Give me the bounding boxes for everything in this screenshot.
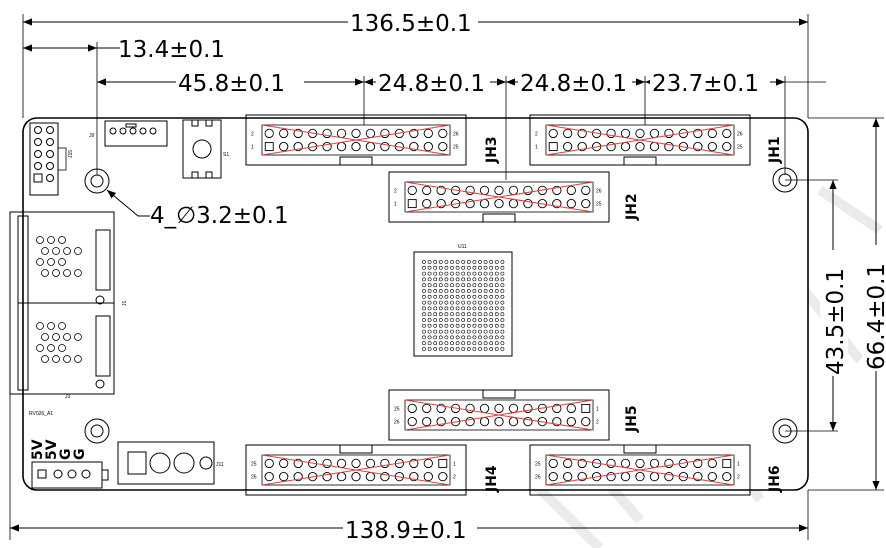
pin-number: 25 [535, 461, 541, 467]
connector-j9: J9 [89, 120, 168, 147]
power-label-g-2: G [72, 449, 88, 461]
pin-number: 2 [596, 420, 599, 426]
power-connector: 5V 5V G G [30, 439, 109, 489]
pin-number: 25 [394, 406, 400, 412]
dim-jh1-edge-text: 23.7±0.1 [652, 71, 759, 97]
dim-hole-diameter: 4_∅3.2±0.1 [106, 189, 289, 229]
pin-number: 25 [453, 145, 459, 151]
dim-jh3-jh2-text: 24.8±0.1 [378, 71, 485, 97]
pin-number: 2 [394, 188, 397, 194]
dim-overall-height: 66.4±0.1 [808, 117, 886, 491]
header-jh4: 25 26 1 2 [245, 444, 467, 496]
silk-j11: J11 [216, 462, 224, 468]
dim-overall-bottom: 138.9±0.1 [9, 215, 809, 544]
silk-j3: J3 [65, 394, 71, 400]
dim-jh2-jh1: 24.8±0.1 [506, 68, 646, 125]
silk-j15: J15 [68, 150, 74, 158]
pin-number: 1 [394, 202, 397, 208]
label-jh2: JH2 [624, 193, 640, 221]
pin-number: 26 [596, 188, 602, 194]
pin-number: 2 [453, 475, 456, 481]
pin-number: 25 [596, 202, 602, 208]
mounting-hole-bottom-left [84, 418, 110, 444]
pin-number: 2 [251, 131, 254, 137]
pin-number: 1 [596, 406, 599, 412]
dim-jh3-jh2: 24.8±0.1 [364, 68, 507, 180]
mounting-hole-top-right [772, 167, 798, 193]
bga-chip-u11: U11 [413, 244, 513, 357]
silk-j9: J9 [89, 133, 95, 139]
power-label-5v-1: 5V [30, 439, 46, 460]
dim-left-hole-text: 13.4±0.1 [118, 37, 225, 63]
silk-board: RV026_A1 [29, 411, 53, 417]
pin-number: 2 [737, 475, 740, 481]
header-connectors: 2 1 26 25 2 1 26 25 2 1 26 25 25 26 1 2 25 26 1 2 25 26 1 2 [245, 114, 751, 496]
header-jh1: 2 1 26 25 [529, 114, 751, 166]
dim-jh2-jh1-text: 24.8±0.1 [520, 71, 627, 97]
pin-number: 1 [251, 145, 254, 151]
connector-labels: JH3 JH1 JH2 JH5 JH4 JH6 [484, 136, 783, 493]
dim-jh3-offset-text: 45.8±0.1 [178, 71, 285, 97]
silk-j1: J1 [122, 301, 128, 307]
label-jh4: JH4 [484, 465, 500, 493]
pin-number: 26 [535, 475, 541, 481]
dim-overall-top-text: 136.5±0.1 [350, 11, 472, 37]
ethernet-jacks: J1 [9, 211, 128, 395]
label-jh3: JH3 [484, 136, 500, 164]
header-j15: J15 [29, 122, 74, 196]
header-jh3: 2 1 26 25 [245, 114, 467, 166]
dim-overall-bottom-text: 138.9±0.1 [345, 518, 467, 544]
label-jh1: JH1 [767, 136, 783, 164]
pin-number: 26 [737, 131, 743, 137]
pin-number: 25 [251, 461, 257, 467]
dim-hole-diameter-text: 4_∅3.2±0.1 [150, 203, 289, 229]
pin-number: 25 [737, 145, 743, 151]
power-label-g-1: G [58, 449, 74, 461]
connector-j11: J11 [117, 441, 224, 485]
mounting-hole-bottom-right [772, 418, 798, 444]
pcb-outline [22, 117, 809, 491]
pin-number: 26 [251, 475, 257, 481]
dim-jh1-edge: 23.7±0.1 [645, 68, 826, 175]
pin-number: 1 [535, 145, 538, 151]
mounting-holes [84, 167, 798, 444]
dim-overall-top: 136.5±0.1 [22, 8, 809, 118]
power-label-5v-2: 5V [44, 439, 60, 460]
dim-hole-spacing: 43.5±0.1 [785, 179, 849, 432]
header-jh5: 25 26 1 2 [388, 389, 610, 441]
pin-number: 1 [453, 461, 456, 467]
silk-u11: U11 [458, 244, 467, 250]
dim-jh3-offset: 45.8±0.1 [97, 68, 365, 125]
dim-left-hole: 13.4±0.1 [23, 37, 225, 175]
dim-hole-spacing-text: 43.5±0.1 [823, 268, 849, 375]
dim-overall-height-text: 66.4±0.1 [864, 263, 886, 370]
pin-number: 1 [737, 461, 740, 467]
header-jh2: 2 1 26 25 [388, 171, 610, 223]
label-jh6: JH6 [767, 465, 783, 493]
switch-s1: S1 [182, 119, 229, 179]
pin-number: 26 [453, 131, 459, 137]
pin-number: 26 [394, 420, 400, 426]
silk-s1: S1 [223, 152, 229, 158]
mounting-hole-top-left [84, 168, 110, 194]
header-jh6: 25 26 1 2 [529, 444, 751, 496]
label-jh5: JH5 [624, 405, 640, 433]
pin-number: 2 [535, 131, 538, 137]
